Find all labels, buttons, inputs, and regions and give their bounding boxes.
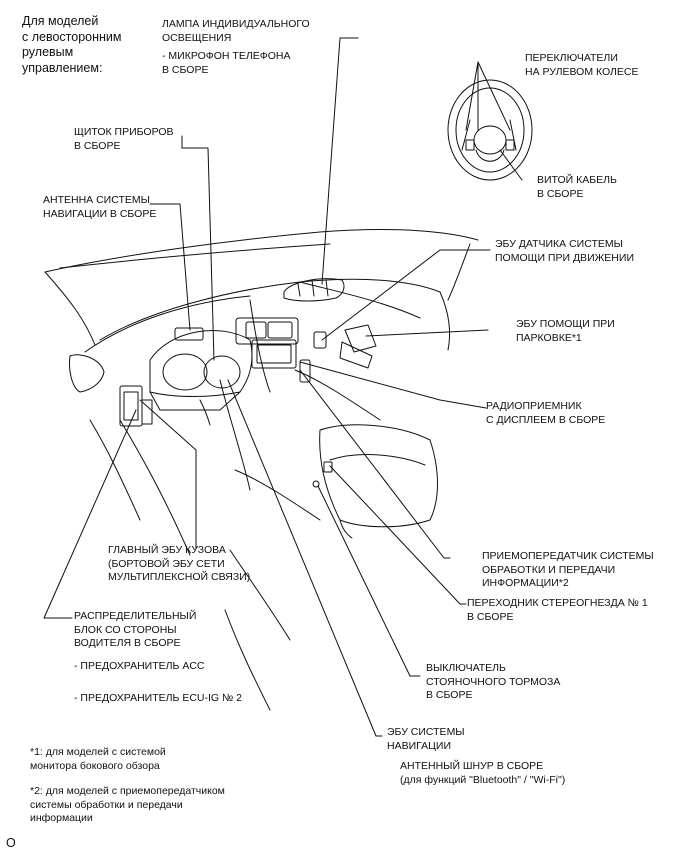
label-nav-ecu: ЭБУ СИСТЕМЫ НАВИГАЦИИ	[387, 726, 465, 752]
center-stack	[235, 317, 311, 383]
label-radio: РАДИОПРИЕМНИК С ДИСПЛЕЕМ В СБОРЕ	[486, 400, 606, 426]
label-junction-block: РАСПРЕДЕЛИТЕЛЬНЫЙ БЛОК СО СТОРОНЫ ВОДИТЕ…	[74, 610, 197, 649]
label-drive-assist-ecu: ЭБУ ДАТЧИКА СИСТЕМЫ ПОМОЩИ ПРИ ДВИЖЕНИИ	[495, 238, 634, 264]
label-transceiver: ПРИЕМОПЕРЕДАТЧИК СИСТЕМЫ ОБРАБОТКИ И ПЕР…	[482, 550, 654, 589]
overhead-lamp	[283, 278, 345, 302]
label-antenna-cord: АНТЕННЫЙ ШНУР В СБОРЕ (для функций "Blue…	[400, 760, 566, 786]
leader-lines	[43, 37, 523, 737]
junction-block	[119, 385, 153, 427]
label-parking-brake: ВЫКЛЮЧАТЕЛЬ СТОЯНОЧНОГО ТОРМОЗА В СБОРЕ	[426, 662, 561, 701]
label-main-body-ecu: ГЛАВНЫЙ ЭБУ КУЗОВА (БОРТОВОЙ ЭБУ СЕТИ МУ…	[108, 544, 251, 583]
label-mic: - МИКРОФОН ТЕЛЕФОНА В СБОРЕ	[162, 50, 291, 76]
footnote-2: *2: для моделей с приемопередатчиком сис…	[30, 785, 225, 824]
header-note: Для моделей с левосторонним рулевым упра…	[22, 14, 122, 75]
console-parts	[312, 461, 333, 488]
label-cluster: ЩИТОК ПРИБОРОВ В СБОРЕ	[74, 126, 174, 152]
label-spiral-cable: ВИТОЙ КАБЕЛЬ В СБОРЕ	[537, 174, 617, 200]
dashboard-outline	[44, 229, 479, 711]
instrument-cluster	[149, 327, 253, 426]
label-parking-ecu: ЭБУ ПОМОЩИ ПРИ ПАРКОВКЕ*1	[516, 318, 615, 344]
label-nav-antenna: АНТЕННА СИСТЕМЫ НАВИГАЦИИ В СБОРЕ	[43, 194, 157, 220]
label-stereo-adapter: ПЕРЕХОДНИК СТЕРЕОГНЕЗДА № 1 В СБОРЕ	[467, 597, 648, 623]
footnote-1: *1: для моделей с системой монитора боко…	[30, 746, 166, 772]
label-steering-switches: ПЕРЕКЛЮЧАТЕЛИ НА РУЛЕВОМ КОЛЕСЕ	[525, 52, 639, 78]
right-ecus	[313, 324, 377, 369]
steering-wheel	[447, 79, 533, 181]
label-lamp: ЛАМПА ИНДИВИДУАЛЬНОГО ОСВЕЩЕНИЯ	[162, 18, 310, 44]
label-fuse-ecu: - ПРЕДОХРАНИТЕЛЬ ECU-IG № 2	[74, 692, 243, 704]
label-fuse-acc: - ПРЕДОХРАНИТЕЛЬ ACC	[74, 660, 205, 672]
corner-mark: O	[6, 836, 16, 850]
